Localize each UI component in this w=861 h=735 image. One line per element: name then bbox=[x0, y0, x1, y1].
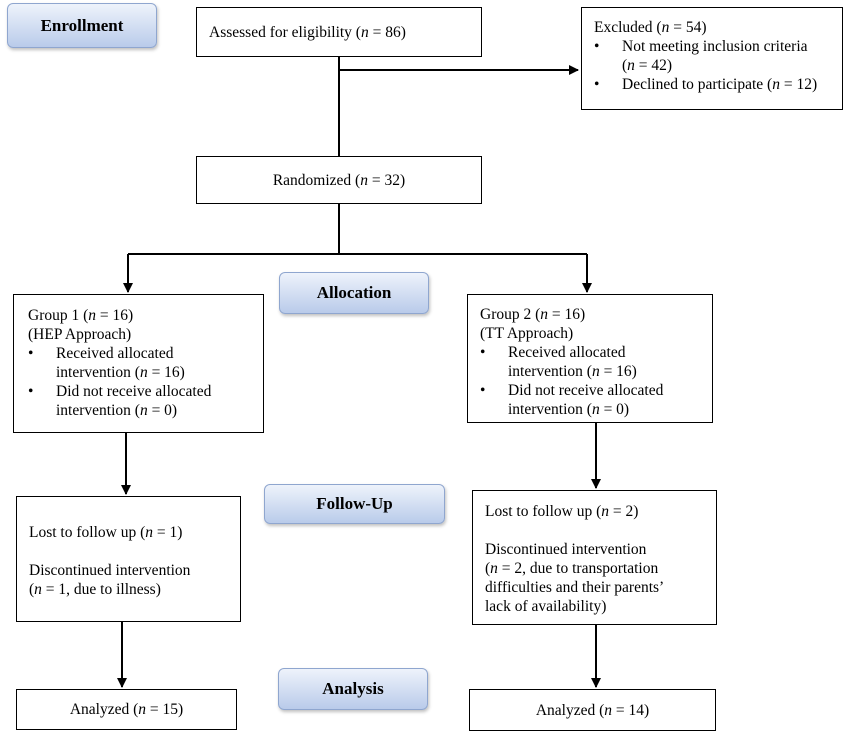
analyzed2-box: Analyzed (n = 14) bbox=[469, 689, 716, 731]
group1-approach: (HEP Approach) bbox=[28, 326, 132, 343]
analyzed1-box: Analyzed (n = 15) bbox=[16, 689, 237, 730]
stage-enrollment-label: Enrollment bbox=[40, 15, 124, 35]
followup1-discontinued: Discontinued intervention bbox=[29, 562, 191, 579]
stage-enrollment: Enrollment bbox=[7, 3, 157, 48]
stage-analysis: Analysis bbox=[278, 668, 428, 710]
group1-box: Group 1 (n = 16) (HEP Approach) Received… bbox=[13, 294, 264, 433]
followup2-discontinued-detail-3: lack of availability) bbox=[485, 598, 607, 615]
followup2-box: Lost to follow up (n = 2) Discontinued i… bbox=[472, 490, 717, 625]
assessed-text: Assessed for eligibility (n = 86) bbox=[209, 23, 406, 41]
stage-allocation-label: Allocation bbox=[316, 283, 392, 302]
excluded-title: Excluded (n = 54) bbox=[594, 19, 707, 36]
stage-analysis-label: Analysis bbox=[322, 679, 384, 698]
assessed-box: Assessed for eligibility (n = 86) bbox=[196, 7, 482, 57]
group2-item-received: Received allocated intervention (n = 16) bbox=[480, 343, 706, 381]
stage-follow-up-label: Follow-Up bbox=[316, 494, 393, 513]
group1-item-not-received: Did not receive allocated intervention (… bbox=[28, 382, 257, 420]
group1-title: Group 1 (n = 16) bbox=[28, 307, 134, 324]
group2-title: Group 2 (n = 16) bbox=[480, 306, 586, 323]
followup2-discontinued-detail: (n = 2, due to transportation bbox=[485, 560, 659, 577]
stage-allocation: Allocation bbox=[279, 272, 429, 314]
followup1-box: Lost to follow up (n = 1) Discontinued i… bbox=[16, 496, 241, 622]
stage-follow-up: Follow-Up bbox=[264, 484, 445, 524]
group1-item-received: Received allocated intervention (n = 16) bbox=[28, 344, 257, 382]
excluded-item-declined: Declined to participate (n = 12) bbox=[594, 75, 834, 94]
group2-approach: (TT Approach) bbox=[480, 325, 574, 342]
randomized-text: Randomized (n = 32) bbox=[272, 171, 406, 189]
analyzed2-text: Analyzed (n = 14) bbox=[535, 701, 650, 719]
group2-box: Group 2 (n = 16) (TT Approach) Received … bbox=[467, 294, 713, 423]
analyzed1-text: Analyzed (n = 15) bbox=[69, 701, 184, 718]
group2-item-not-received: Did not receive allocated intervention (… bbox=[480, 381, 706, 419]
randomized-box: Randomized (n = 32) bbox=[196, 156, 482, 204]
followup2-discontinued: Discontinued intervention bbox=[485, 541, 647, 558]
excluded-box: Excluded (n = 54) Not meeting inclusion … bbox=[581, 7, 843, 110]
followup1-lost: Lost to follow up (n = 1) bbox=[29, 524, 183, 541]
followup2-discontinued-detail-2: difficulties and their parents’ bbox=[485, 579, 665, 596]
followup1-discontinued-detail: (n = 1, due to illness) bbox=[29, 581, 161, 598]
followup2-lost: Lost to follow up (n = 2) bbox=[485, 503, 639, 520]
excluded-item-criteria: Not meeting inclusion criteria (n = 42) bbox=[594, 37, 834, 75]
